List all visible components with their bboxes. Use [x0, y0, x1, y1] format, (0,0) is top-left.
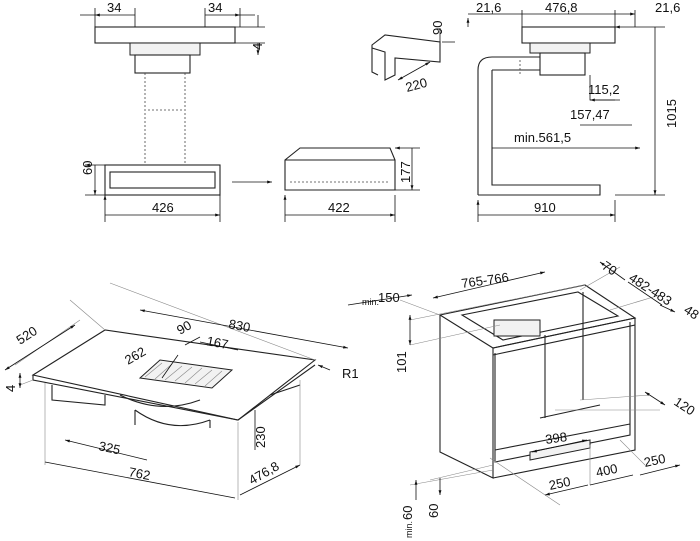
- dim-4-hob: 4: [3, 385, 18, 392]
- dim-60-cabinet: 60: [426, 504, 441, 518]
- dim-115-2: 115,2: [588, 82, 620, 97]
- dim-250-left: 250: [548, 474, 572, 493]
- cabinet-isometric-view: min. 150 765-766 70 482-483 48 101 120 3…: [347, 258, 700, 538]
- dim-21-6-right: 21,6: [655, 0, 680, 15]
- dim-r1: R1: [342, 366, 359, 381]
- min-label-60: min.: [404, 521, 414, 538]
- dim-120: 120: [671, 394, 697, 418]
- dim-min-150: 150: [378, 290, 400, 305]
- dim-230: 230: [253, 426, 268, 448]
- dim-34-left: 34: [107, 0, 121, 15]
- dim-21-6-left: 21,6: [476, 0, 501, 15]
- dim-157-47: 157,47: [570, 107, 610, 122]
- hob-isometric-view: 520 830 90 167 262 4 R1 325 230 762 476,…: [3, 282, 359, 500]
- min-label-150: min.: [362, 297, 379, 307]
- front-view-left: 34 34 4 60 426: [80, 0, 272, 222]
- dim-765-766: 765-766: [460, 269, 509, 290]
- dim-48: 48: [681, 302, 700, 322]
- dim-830: 830: [227, 316, 251, 335]
- dim-476-8: 476,8: [545, 0, 578, 15]
- dim-177: 177: [398, 161, 413, 183]
- dim-min-561-5: min.561,5: [514, 130, 571, 145]
- dim-101: 101: [394, 351, 409, 373]
- dim-762: 762: [127, 464, 151, 483]
- dim-422: 422: [328, 200, 350, 215]
- dim-325: 325: [97, 438, 121, 457]
- dim-1015: 1015: [664, 99, 679, 128]
- dim-262: 262: [122, 344, 148, 368]
- dim-4: 4: [250, 43, 265, 50]
- dim-220: 220: [404, 75, 429, 95]
- dim-min-60: 60: [400, 506, 415, 520]
- duct-components-view: 90 220 177 422: [285, 21, 455, 222]
- dim-70: 70: [599, 258, 619, 278]
- dim-910: 910: [534, 200, 556, 215]
- dim-398: 398: [544, 429, 568, 447]
- dim-426: 426: [152, 200, 174, 215]
- side-view-right: 21,6 476,8 21,6 115,2 157,47 min.561,5 1…: [468, 0, 680, 222]
- dim-250-right: 250: [643, 451, 667, 470]
- dim-167: 167: [205, 333, 229, 352]
- dim-60: 60: [80, 161, 95, 175]
- dim-90-duct: 90: [430, 21, 445, 35]
- dim-90-hob: 90: [174, 317, 194, 337]
- dim-520: 520: [13, 323, 39, 347]
- dim-400: 400: [595, 461, 619, 480]
- dim-34-right: 34: [208, 0, 222, 15]
